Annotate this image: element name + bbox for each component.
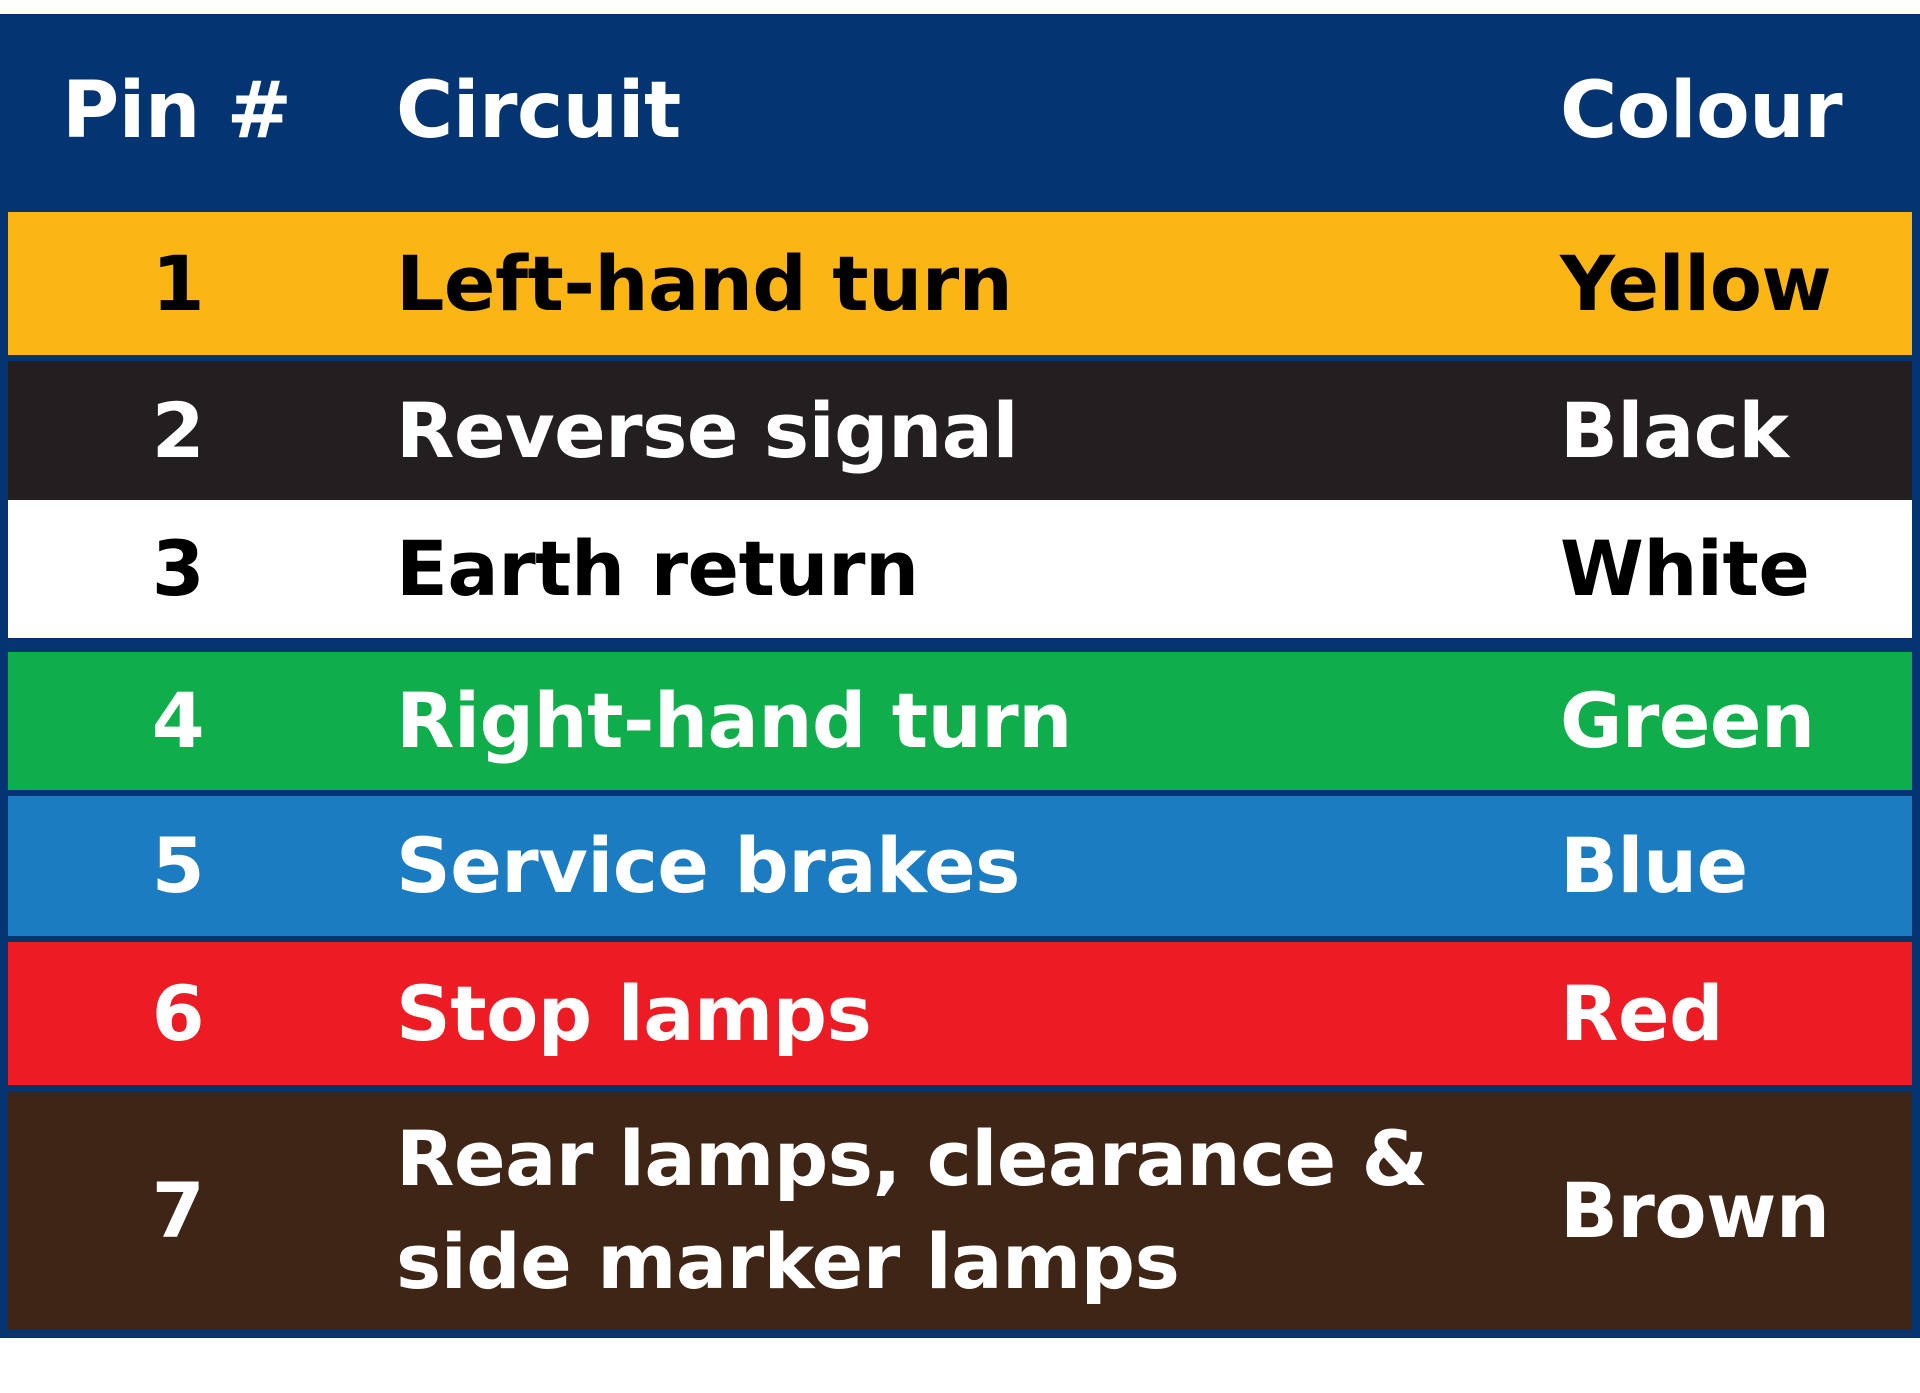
wire-colour: White (1560, 524, 1810, 614)
table-row: 4 Right-hand turn Green (8, 652, 1912, 790)
wire-colour: Brown (1560, 1165, 1830, 1255)
wire-colour: Yellow (1560, 238, 1832, 328)
table-row: 6 Stop lamps Red (8, 942, 1912, 1085)
table-row: 7 Rear lamps, clearance & side marker la… (8, 1091, 1912, 1330)
pin-number: 7 (151, 1165, 205, 1255)
wire-colour: Red (1560, 968, 1723, 1058)
table-row: 3 Earth return White (8, 500, 1912, 638)
circuit-name: Rear lamps, clearance & side marker lamp… (396, 1113, 1428, 1306)
table-row: 5 Service brakes Blue (8, 796, 1912, 936)
pin-number: 2 (151, 385, 205, 475)
wire-colour: Blue (1560, 821, 1748, 911)
pin-number: 4 (151, 676, 205, 766)
table-row: 1 Left-hand turn Yellow (8, 212, 1912, 355)
header-colour: Colour (1560, 66, 1843, 157)
header-pin: Pin # (62, 66, 292, 157)
circuit-name: Reverse signal (396, 385, 1019, 475)
table-row: 2 Reverse signal Black (8, 361, 1912, 500)
circuit-name: Stop lamps (396, 968, 872, 1058)
pin-number: 5 (151, 821, 205, 911)
pin-number: 1 (151, 238, 205, 328)
table-header: Pin # Circuit Colour (0, 14, 1920, 210)
circuit-name: Earth return (396, 524, 919, 614)
circuit-name: Right-hand turn (396, 676, 1072, 766)
pin-number: 3 (151, 524, 205, 614)
pin-number: 6 (151, 968, 205, 1058)
wire-colour: Green (1560, 676, 1815, 766)
header-circuit: Circuit (396, 66, 681, 157)
circuit-name: Left-hand turn (396, 238, 1013, 328)
wiring-colour-table: Pin # Circuit Colour 1 Left-hand turn Ye… (0, 14, 1920, 1338)
wire-colour: Black (1560, 385, 1789, 475)
circuit-name: Service brakes (396, 821, 1020, 911)
